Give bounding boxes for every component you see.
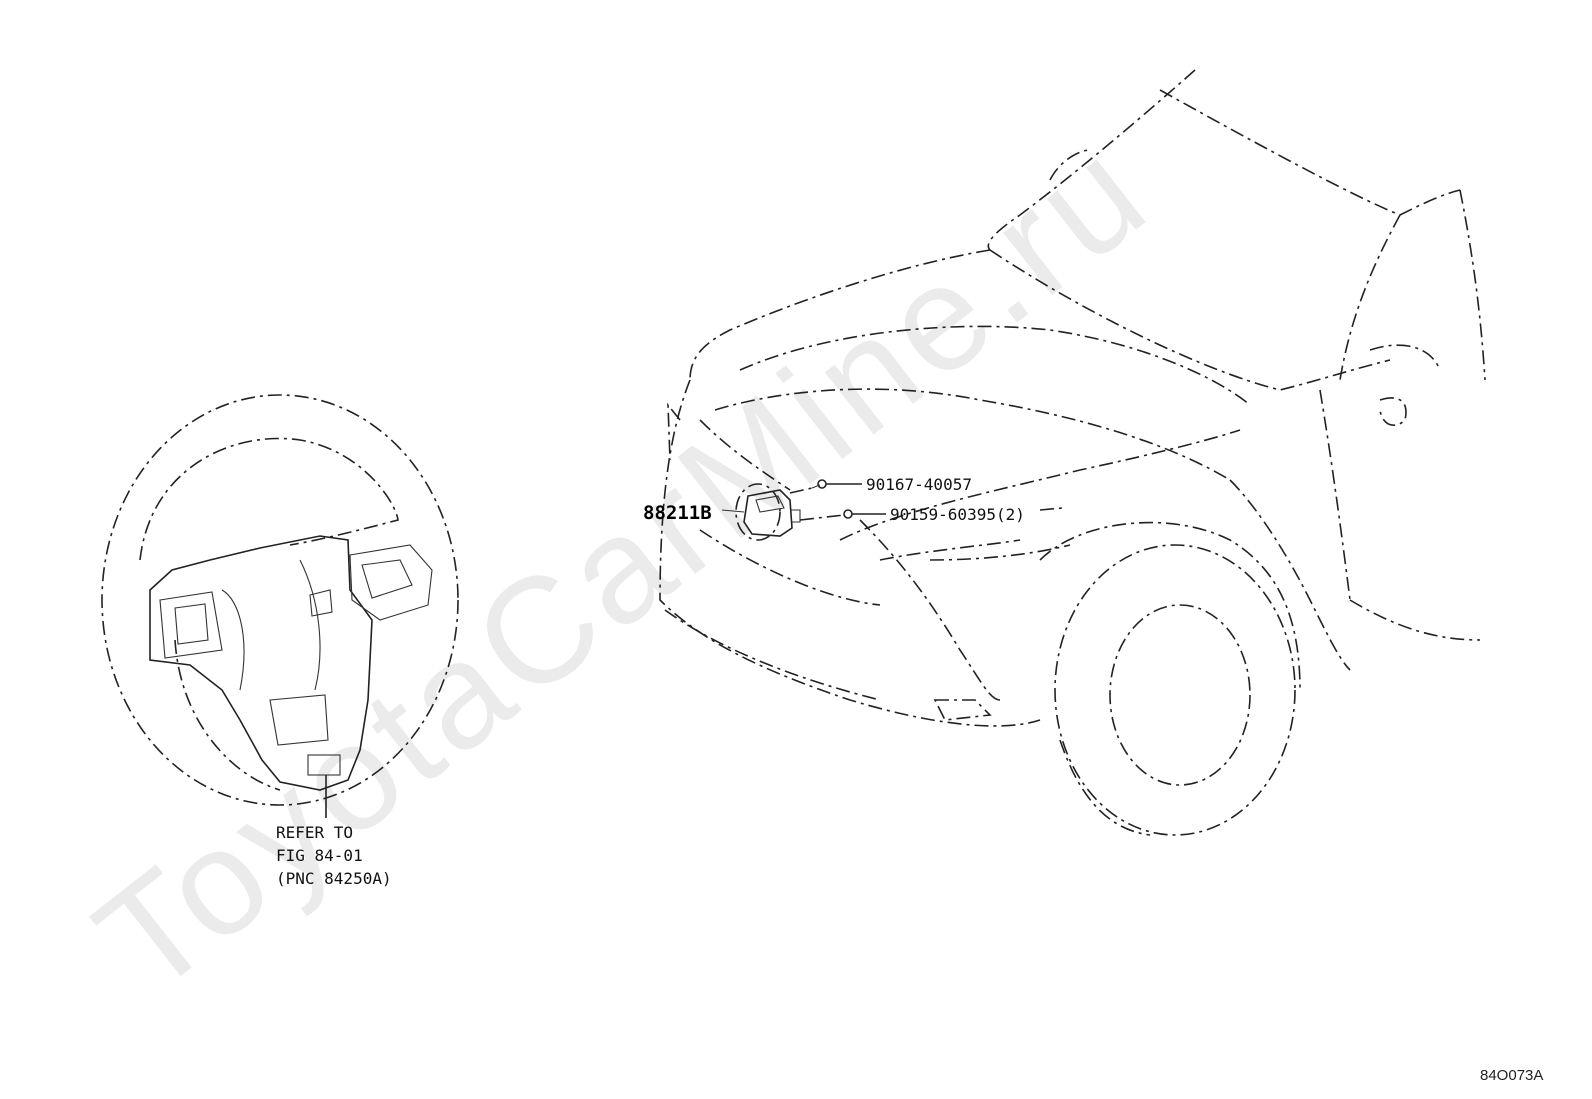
part-label-screw: 90159-60395(2): [890, 505, 1025, 524]
refer-line-3: (PNC 84250A): [276, 869, 392, 888]
refer-line-1: REFER TO: [276, 823, 353, 842]
sensor-module-illustration: [721, 483, 801, 541]
steering-wheel-illustration: [101, 394, 459, 818]
vehicle-illustration: [659, 69, 1486, 836]
part-label-bolt: 90167-40057: [866, 475, 972, 494]
part-label-88211B: 88211B: [643, 502, 712, 524]
watermark: ToyotaCarMine.ru: [66, 105, 1178, 1025]
bolt-illustration: [789, 479, 862, 494]
figure-code: 84O073A: [1480, 1067, 1543, 1084]
screw-illustration: [799, 509, 886, 521]
refer-note: REFER TO FIG 84-01 (PNC 84250A): [276, 823, 392, 888]
refer-line-2: FIG 84-01: [276, 846, 363, 865]
